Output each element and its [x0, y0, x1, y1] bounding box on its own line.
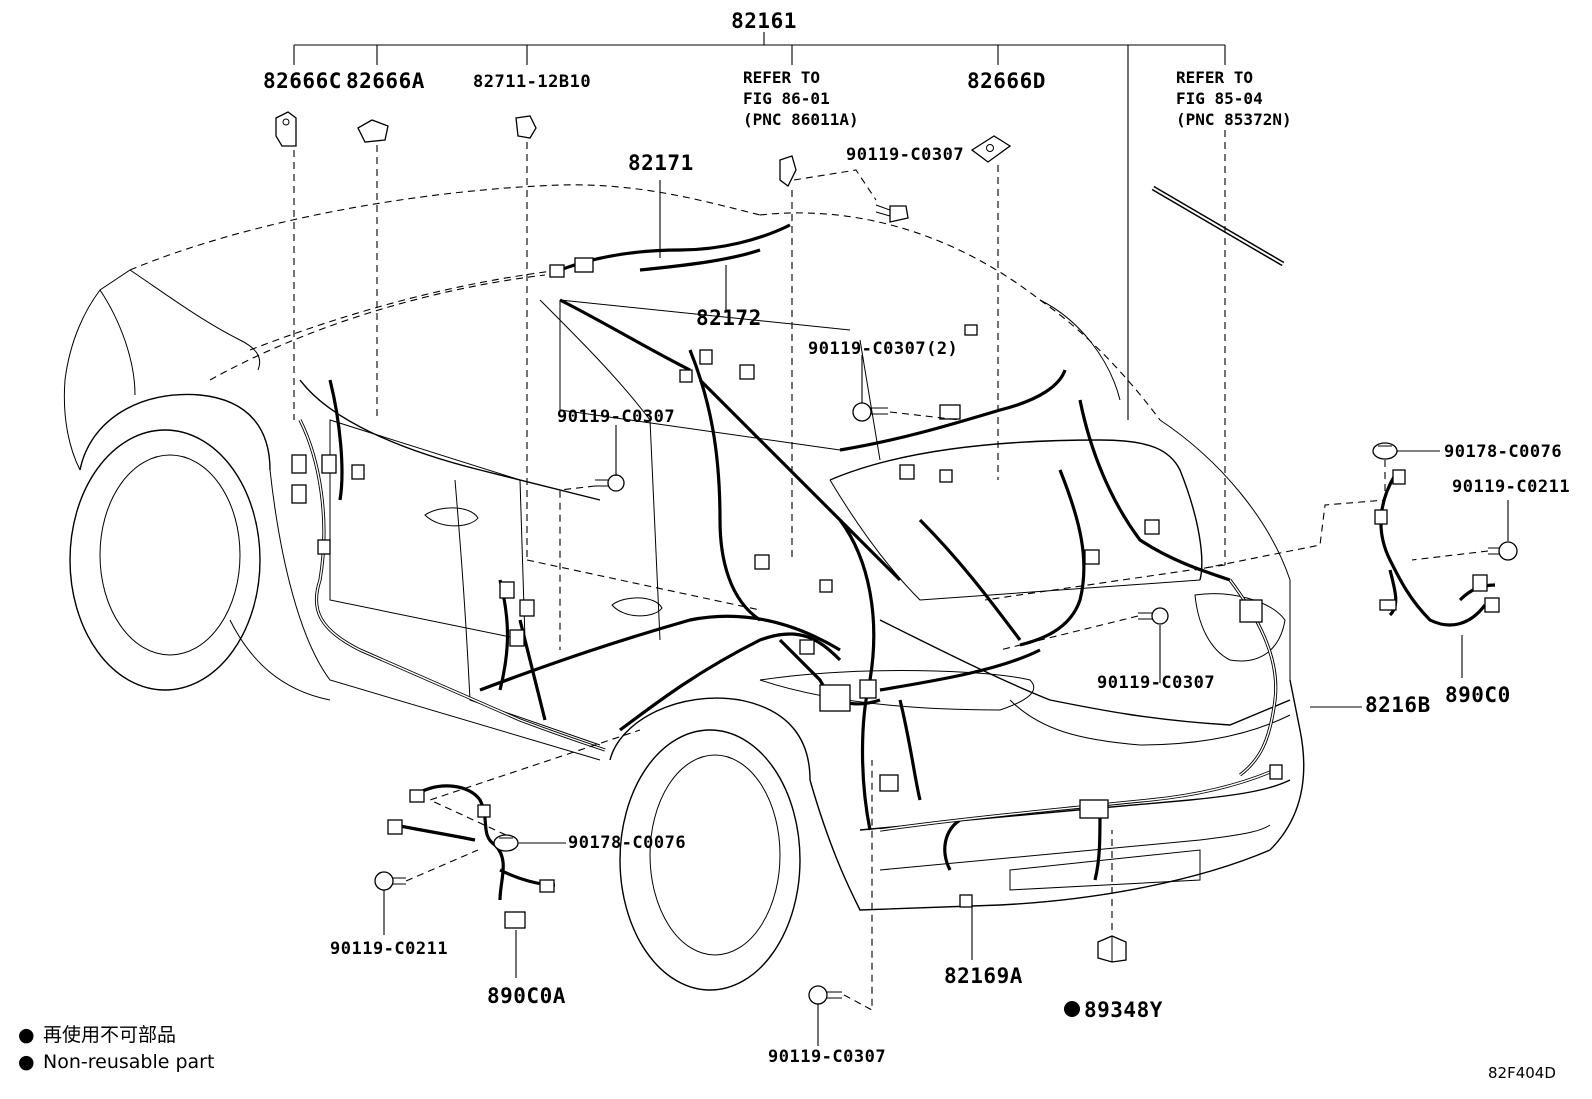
- label-82666A: 82666A: [346, 69, 425, 93]
- bolt-0211-icon-right: [1488, 541, 1518, 561]
- moulding-rod-icon: [1151, 185, 1285, 267]
- clip-82666A-icon: [357, 119, 389, 143]
- wire-890C0-assembly: [1374, 469, 1500, 627]
- legend-text-jp: 再使用不可部品: [43, 1024, 176, 1046]
- label-82711-12B10: 82711-12B10: [473, 72, 591, 92]
- refer-right-line2: FIG 85-04: [1176, 89, 1263, 108]
- legend: ● 再使用不可部品 ● Non-reusable part: [18, 1024, 214, 1073]
- clamp-82711-icon: [515, 115, 537, 139]
- non-reusable-marker: [1064, 1001, 1080, 1017]
- bolt-0211-icon-left: [374, 871, 406, 891]
- clip-icon-left: [493, 834, 519, 852]
- label-890C0A: 890C0A: [487, 984, 566, 1008]
- leader-lines: [293, 32, 1509, 1046]
- bolt-icon-bottom: [808, 985, 842, 1005]
- label-82169A: 82169A: [944, 964, 1023, 988]
- wire-890C0A-assembly: [387, 784, 556, 929]
- label-bolt-bottom: 90119-C0307: [768, 1047, 886, 1067]
- label-bolt-0211-left: 90119-C0211: [330, 939, 448, 959]
- bolt-icon-right: [1138, 607, 1169, 625]
- refer-left-line1: REFER TO: [743, 68, 820, 87]
- label-82666C: 82666C: [263, 69, 342, 93]
- legend-symbol-2: ●: [18, 1051, 35, 1073]
- protector-89348Y-icon: [1097, 935, 1127, 963]
- part-labels: 82161 82666C 82666A 82711-12B10 REFER TO…: [263, 9, 1570, 1067]
- diagram-code: 82F404D: [1488, 1064, 1556, 1082]
- label-89348Y: 89348Y: [1084, 998, 1163, 1022]
- label-clip-right: 90178-C0076: [1444, 442, 1562, 462]
- refer-left-line3: (PNC 86011A): [743, 110, 859, 129]
- bolt-icon-left: [595, 474, 625, 492]
- label-82171: 82171: [628, 151, 694, 175]
- clip-82666C-icon: [275, 111, 297, 147]
- refer-right-line3: (PNC 85372N): [1176, 110, 1292, 129]
- wiring-harness-82161: [291, 223, 1283, 908]
- legend-text-en: Non-reusable part: [43, 1051, 214, 1073]
- label-890C0: 890C0: [1445, 683, 1511, 707]
- label-8216B: 8216B: [1365, 693, 1431, 717]
- label-bolt-0211-right: 90119-C0211: [1452, 477, 1570, 497]
- label-82666D: 82666D: [967, 69, 1046, 93]
- refer-left-line2: FIG 86-01: [743, 89, 830, 108]
- label-bolt-top: 90119-C0307: [846, 145, 964, 165]
- clip-82666D-icon: [970, 135, 1012, 163]
- label-82172: 82172: [696, 306, 762, 330]
- label-bolt-roof-2: 90119-C0307(2): [808, 339, 958, 359]
- label-clip-left: 90178-C0076: [568, 833, 686, 853]
- refer-right-line1: REFER TO: [1176, 68, 1253, 87]
- bolt-icon-top: [875, 204, 909, 223]
- label-bolt-left: 90119-C0307: [557, 407, 675, 427]
- legend-symbol-1: ●: [18, 1024, 35, 1046]
- label-82161: 82161: [731, 9, 797, 33]
- label-bolt-right: 90119-C0307: [1097, 673, 1215, 693]
- vehicle-body-outline: [63, 184, 1305, 991]
- clip-icon-right: [1372, 442, 1398, 460]
- bracket-refer-icon: [779, 155, 797, 187]
